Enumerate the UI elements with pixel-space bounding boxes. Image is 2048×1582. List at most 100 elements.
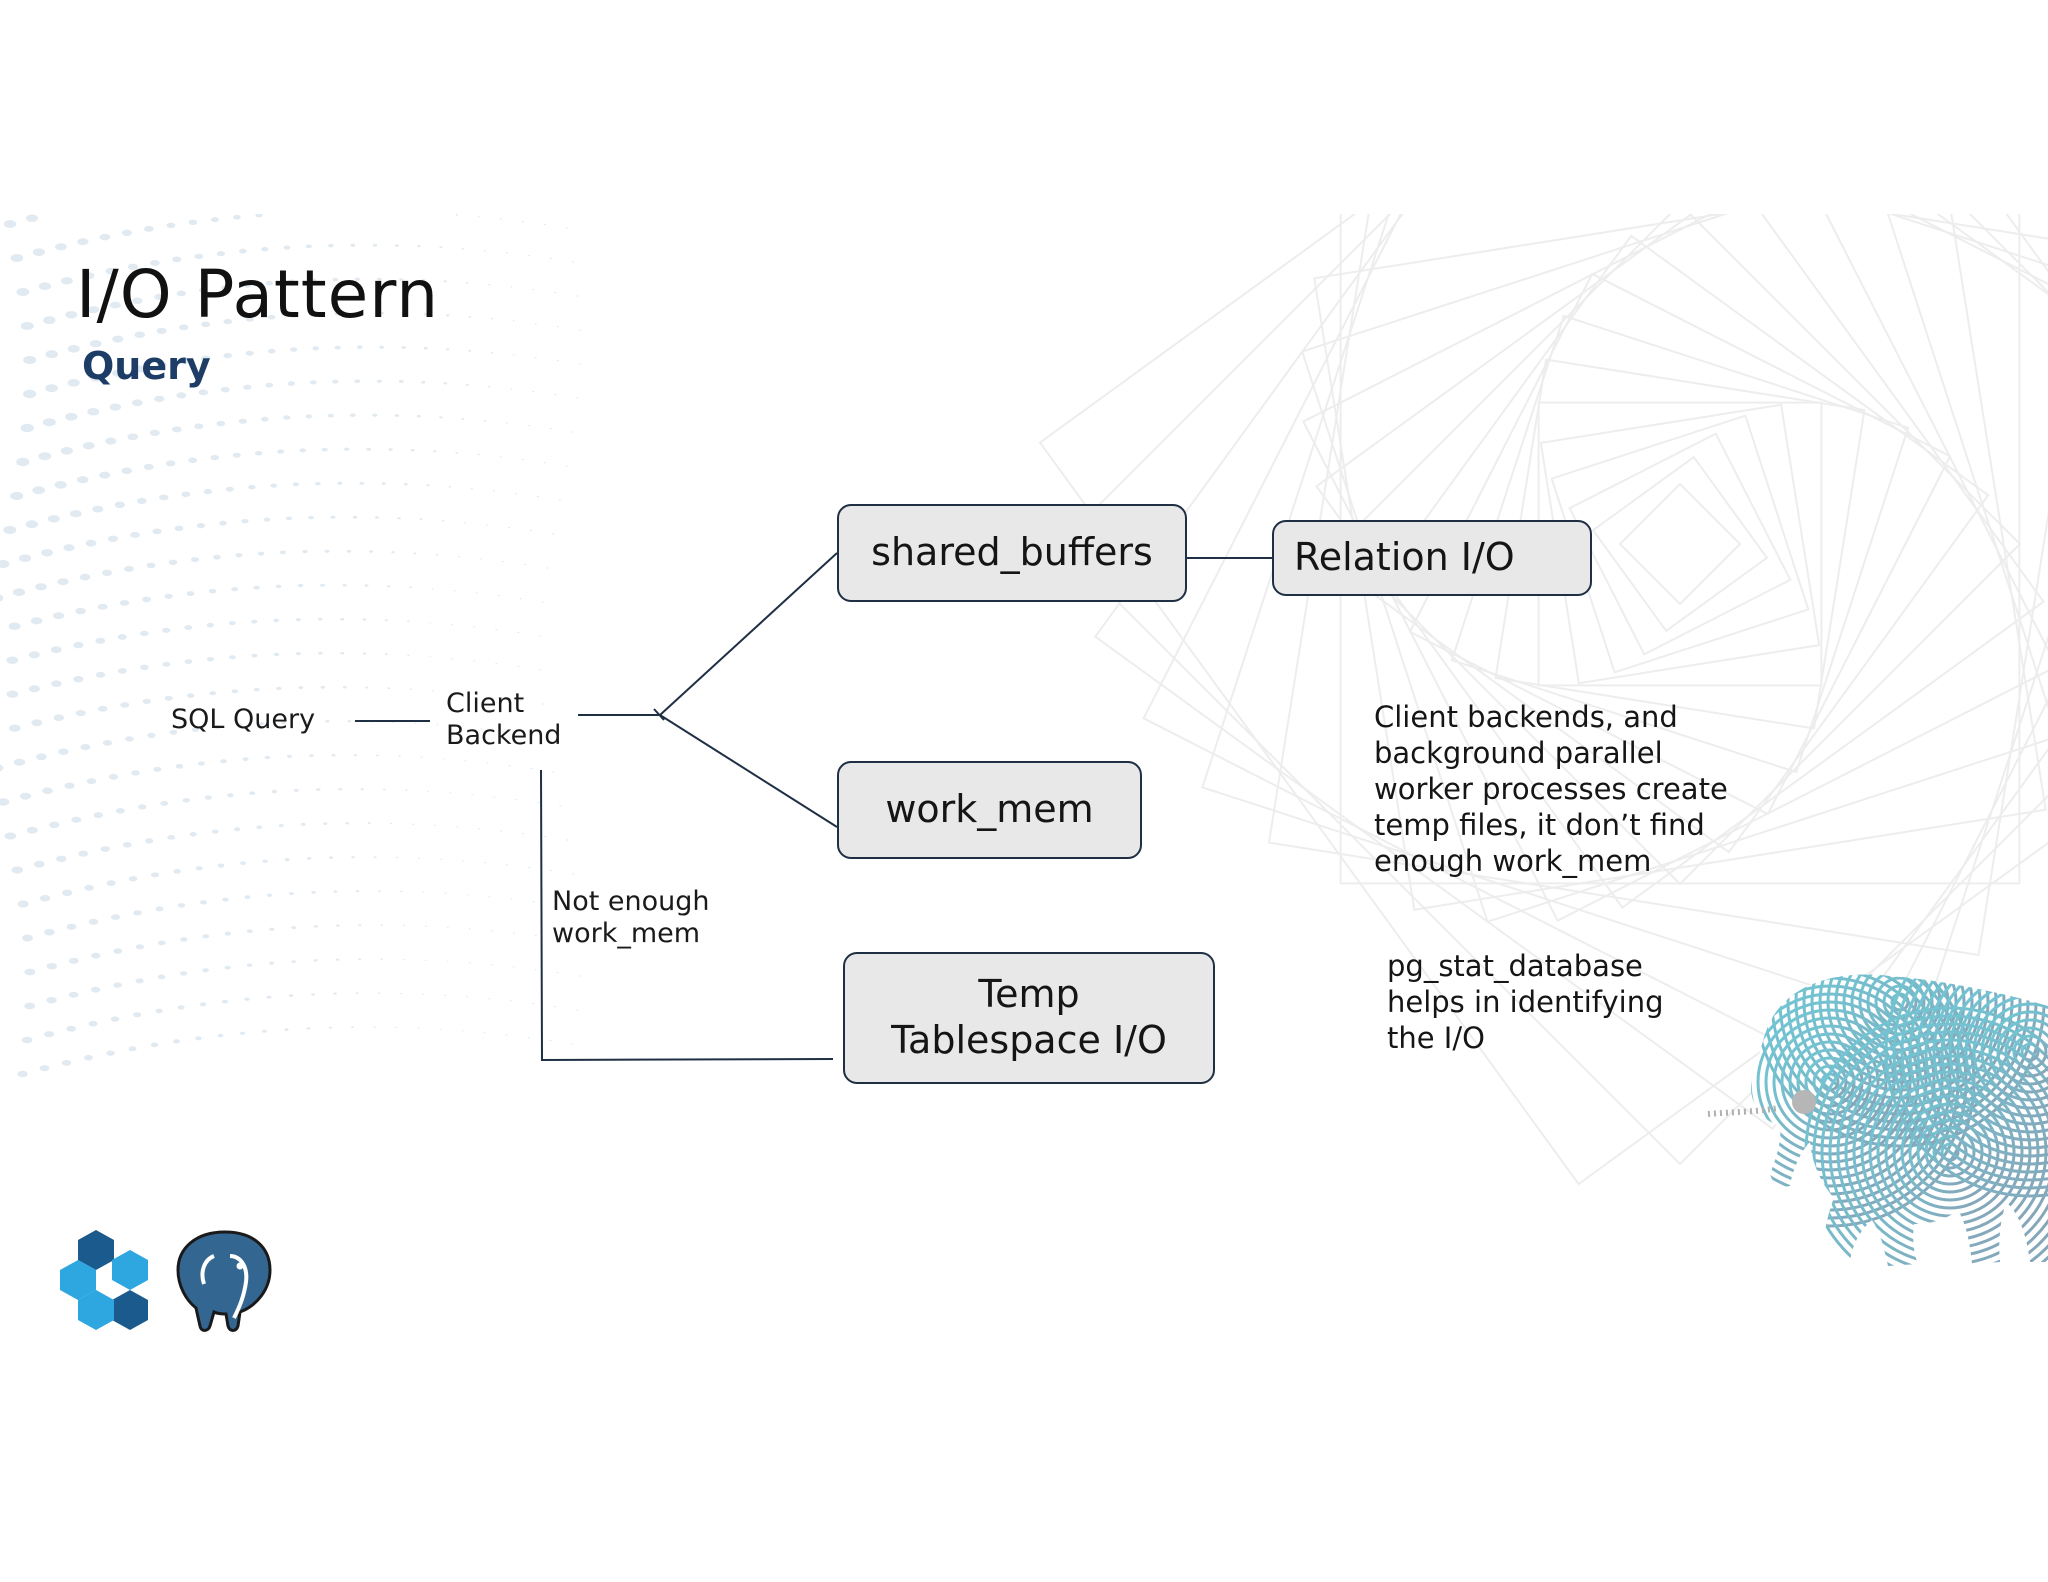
connector-fork-to-shared-buffers [659, 552, 838, 716]
background-dot [238, 418, 247, 424]
background-spiral-square [1267, 214, 2048, 957]
background-dot [483, 1032, 486, 1034]
background-dot [16, 288, 30, 296]
background-dot [536, 496, 539, 498]
background-dot [578, 363, 581, 365]
background-dot [488, 998, 491, 1000]
background-dot [502, 561, 504, 563]
background-dot [357, 311, 363, 315]
background-dot [127, 433, 139, 441]
background-dot [68, 991, 79, 998]
background-dot [172, 426, 182, 433]
background-dot [477, 216, 480, 218]
background-dot [512, 354, 515, 356]
background-dot [318, 651, 323, 655]
background-dot [56, 855, 67, 862]
background-dot [177, 903, 186, 908]
background-dot [510, 286, 513, 288]
background-dot [219, 520, 227, 526]
background-dot [131, 770, 140, 776]
background-dot [117, 634, 127, 640]
background-dot [251, 619, 258, 624]
background-dot [31, 719, 43, 727]
background-dot [184, 625, 193, 630]
background-dot [166, 222, 176, 229]
background-dot [277, 449, 285, 454]
background-dot [429, 622, 432, 624]
background-dot [4, 832, 17, 840]
background-dot [102, 569, 112, 576]
background-spiral-square [1338, 214, 2022, 886]
background-dot [216, 251, 225, 257]
background-dot [335, 958, 340, 961]
elephant-pattern-ring [1780, 1032, 1880, 1132]
background-dot [351, 1026, 354, 1029]
background-dot [135, 944, 144, 950]
background-dot [528, 867, 531, 869]
background-dot [309, 754, 314, 757]
background-dot [154, 395, 165, 403]
background-dot [565, 465, 568, 467]
background-dot [497, 595, 500, 597]
background-dot [484, 862, 487, 864]
client-backend-line-2: Backend [446, 720, 562, 752]
background-dot [328, 1026, 333, 1029]
background-dot [243, 384, 252, 390]
elephant-pattern-ring [1820, 1022, 2048, 1267]
background-dot [113, 982, 122, 988]
background-dot [28, 685, 40, 693]
background-dot [45, 384, 59, 393]
background-dot [483, 419, 487, 422]
background-dot [423, 313, 428, 316]
background-dot [333, 890, 338, 893]
background-dot [334, 311, 341, 316]
background-dot [63, 544, 75, 552]
background-dot [95, 637, 106, 644]
background-dot [388, 448, 393, 451]
background-dot [99, 233, 111, 241]
background-dot [541, 601, 544, 603]
background-dot [17, 1070, 28, 1078]
elephant-pattern-ring [1988, 1010, 2048, 1094]
pg-stat-database-note: pg_stat_database helps in identifying th… [1387, 949, 1664, 1057]
background-dot [269, 927, 275, 931]
background-dot [464, 760, 467, 762]
background-dot [136, 497, 147, 504]
background-dot [0, 764, 4, 772]
background-spiral-square [1450, 314, 1910, 774]
background-dot [233, 214, 241, 220]
background-spiral-square [1315, 214, 2045, 909]
background-dot [265, 280, 273, 286]
elephant-pattern-ring [1916, 974, 2048, 1166]
temp-files-note: Client backends, and background parallel… [1374, 700, 1728, 880]
background-dot [312, 346, 320, 351]
background-dot [39, 1065, 50, 1072]
background-dot [364, 584, 369, 587]
background-dot [46, 963, 57, 970]
background-dot [451, 624, 454, 626]
background-dot [287, 754, 292, 759]
background-dot [362, 652, 367, 655]
background-dot [576, 397, 579, 399]
note1-line: background parallel [1374, 735, 1663, 770]
background-dot [565, 227, 568, 229]
background-dot [347, 720, 352, 723]
background-dot [49, 821, 60, 829]
background-dot [342, 686, 347, 689]
background-dot [329, 856, 334, 859]
background-dot [23, 355, 37, 365]
background-dot [253, 687, 260, 692]
background-dot [86, 778, 97, 785]
background-dot [135, 978, 144, 984]
background-dot [291, 960, 296, 963]
background-dot [246, 929, 253, 933]
background-dot [532, 901, 535, 903]
elephant-pattern-ring [1996, 1018, 2048, 1086]
background-dot [515, 799, 518, 801]
background-dot [313, 959, 318, 962]
background-dot [256, 825, 263, 829]
background-dot [128, 876, 138, 882]
background-dot [92, 505, 104, 513]
background-dot [362, 618, 367, 621]
background-dot [366, 447, 372, 451]
